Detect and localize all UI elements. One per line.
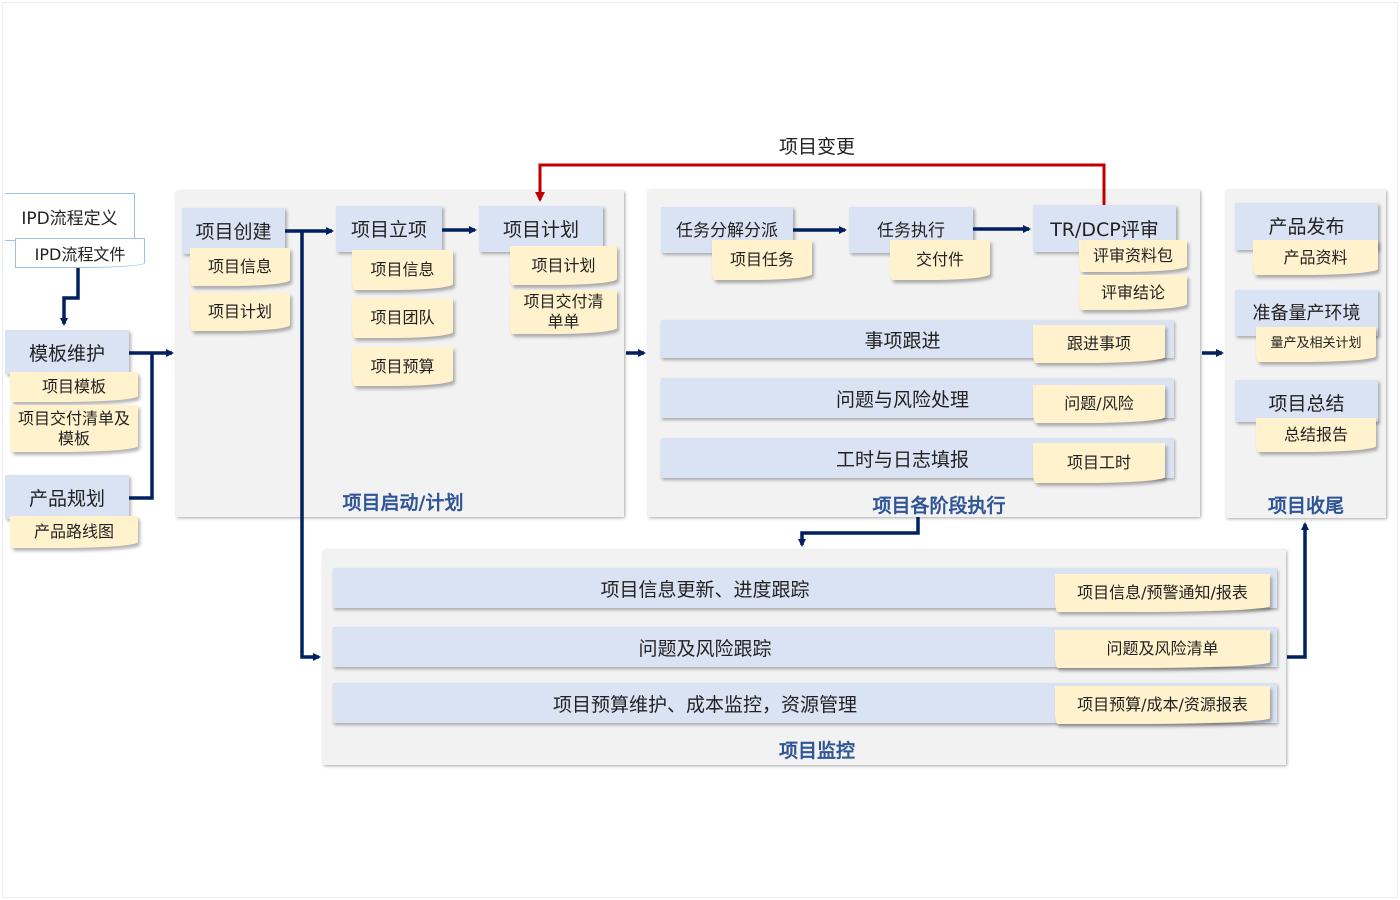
note-deliverable-template: 项目交付清单及模板	[10, 405, 138, 452]
ipd-process-document: IPD流程文件	[15, 238, 145, 268]
panel-title-start-plan: 项目启动/计划	[342, 492, 464, 514]
note-review-package: 评审资料包	[1079, 240, 1187, 272]
note-summary-report: 总结报告	[1256, 418, 1376, 452]
note-info-alert-report: 项目信息/预警通知/报表	[1055, 574, 1270, 612]
note-risk-list: 问题及风险清单	[1055, 630, 1270, 668]
panel-title-closure: 项目收尾	[1267, 495, 1345, 517]
project-plan: 项目计划	[479, 206, 603, 252]
note-deliverables: 交付件	[890, 240, 990, 280]
panel-title-monitoring: 项目监控	[778, 740, 856, 762]
note-project-team: 项目团队	[352, 298, 453, 338]
note-budget-report: 项目预算/成本/资源报表	[1055, 686, 1270, 724]
note-deliverable-list: 项目交付清单单	[510, 290, 617, 334]
row-label: 事项跟进	[864, 329, 941, 352]
note-product-roadmap: 产品路线图	[10, 516, 138, 548]
note-tracked-items: 跟进事项	[1033, 325, 1165, 363]
connector-product-plan	[129, 353, 154, 500]
note-product-docs: 产品资料	[1253, 240, 1378, 275]
note-mass-production-plan: 量产及相关计划	[1256, 327, 1376, 362]
note-project-plan: 项目计划	[190, 293, 290, 331]
row-label: 项目预算维护、成本监控，资源管理	[552, 693, 857, 716]
panel-title-execution: 项目各阶段执行	[872, 495, 1006, 517]
row-label: 工时与日志填报	[835, 448, 969, 471]
row-label: 问题及风险跟踪	[638, 637, 772, 660]
note-work-hours: 项目工时	[1033, 443, 1165, 483]
row-label: 问题与风险处理	[835, 388, 969, 411]
product-planning: 产品规划	[5, 475, 129, 519]
template-maintenance: 模板维护	[5, 330, 129, 374]
row-label: 项目信息更新、进度跟踪	[600, 578, 810, 601]
project-change-label: 项目变更	[778, 136, 856, 158]
note-project-info: 项目信息	[352, 250, 453, 290]
arrow-monitor-to-close	[1287, 522, 1309, 659]
note-project-plan: 项目计划	[510, 246, 617, 285]
arrow-project-change	[535, 163, 1106, 205]
project-summary: 项目总结	[1235, 380, 1378, 422]
note-project-template: 项目模板	[10, 372, 138, 402]
note-project-budget: 项目预算	[352, 347, 453, 386]
note-review-conclusion: 评审结论	[1079, 275, 1187, 310]
project-approval: 项目立项	[336, 206, 442, 252]
arrow-create-to-monitor	[300, 231, 321, 661]
arrow-exec-to-monitor	[798, 517, 920, 547]
note-project-info: 项目信息	[190, 248, 290, 286]
note-issue-risk: 问题/风险	[1033, 385, 1165, 423]
project-create: 项目创建	[182, 208, 285, 254]
arrow-ipd-to-template	[60, 268, 80, 326]
note-project-task: 项目任务	[712, 240, 812, 280]
